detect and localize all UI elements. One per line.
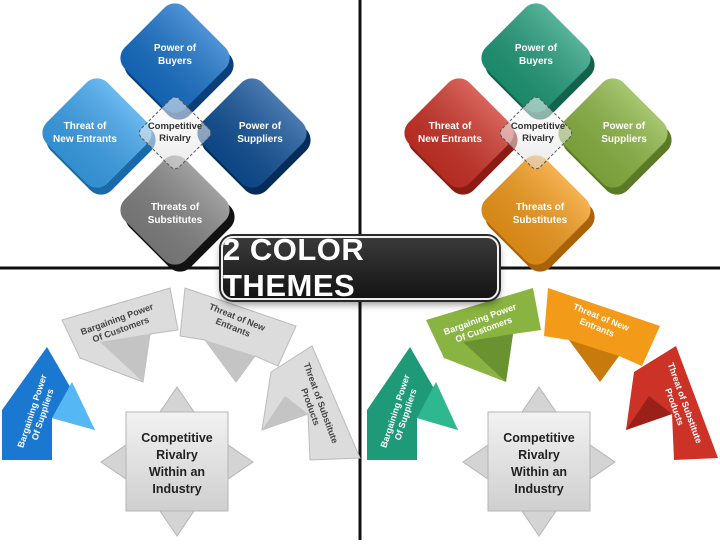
arrow-down-icon bbox=[521, 510, 557, 537]
segment-fill bbox=[626, 346, 718, 460]
segment-fill bbox=[367, 347, 458, 460]
arc-segment-suppliers: Bargaining PowerOf Suppliers bbox=[367, 347, 458, 460]
arrow-left-icon bbox=[462, 444, 489, 480]
arrow-down-icon bbox=[159, 510, 195, 537]
arc-segment-entrants: Threat of NewEntrants bbox=[179, 287, 297, 383]
themes-banner: 2 COLOR THEMES bbox=[221, 232, 499, 303]
segment-fill bbox=[2, 347, 95, 460]
arc-segment-suppliers: Bargaining PowerOf Suppliers bbox=[2, 347, 95, 460]
arrow-right-icon bbox=[589, 444, 616, 480]
arc-segment-entrants: Threat of NewEntrants bbox=[544, 288, 660, 382]
arrow-up-icon bbox=[159, 386, 195, 413]
segment-fill bbox=[426, 288, 541, 382]
arrow-right-icon bbox=[227, 444, 254, 480]
banner-title: 2 COLOR THEMES bbox=[223, 232, 365, 303]
segment-fill bbox=[544, 288, 660, 382]
arc-segment-customers: Bargaining PowerOf Customers bbox=[61, 287, 179, 383]
arc-panel-gray: Bargaining PowerOf Suppliers Bargaining … bbox=[2, 287, 361, 537]
arrow-left-icon bbox=[100, 444, 127, 480]
arc-panel-multicolor: Bargaining PowerOf Suppliers Bargaining … bbox=[367, 288, 718, 537]
arrow-up-icon bbox=[521, 386, 557, 413]
